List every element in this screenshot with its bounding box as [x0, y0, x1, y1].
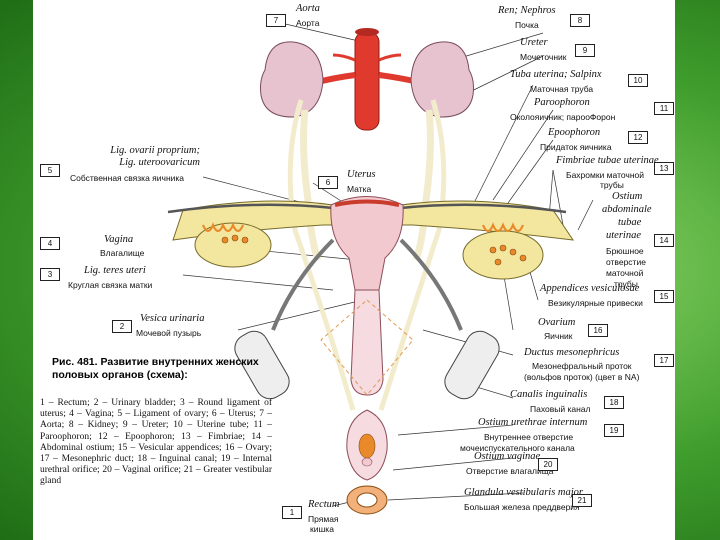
- label-uterus-ru: Матка: [347, 184, 372, 194]
- label-ostium-ru-3: маточной: [606, 268, 644, 278]
- label-gland-latin: Glandula vestibularis major: [464, 487, 584, 498]
- label-paroophoron-latin: Paroophoron: [534, 97, 590, 108]
- label-rectum-latin: Rectum: [308, 499, 340, 510]
- label-bladder-latin: Vesica urinaria: [140, 313, 205, 324]
- label-appendices-ru: Везикулярные привески: [548, 298, 643, 308]
- label-ovary-ligament-ru: Собственная связка яичника: [70, 173, 185, 183]
- label-appendices-latin: Appendices vesiculosae: [540, 283, 640, 294]
- label-number-vaginal-orifice: 20: [538, 458, 558, 471]
- label-urethra-ru: Внутреннее отверстие: [484, 432, 574, 442]
- label-mesonephric-ru-2: (вольфов проток) (цвет в NA): [524, 372, 640, 382]
- label-number-aorta: 7: [266, 14, 286, 27]
- label-ostium-ru: Брюшное: [606, 246, 644, 256]
- label-gland-ru: Большая железа преддверия: [464, 502, 580, 512]
- label-number-round-ligament: 3: [40, 268, 60, 281]
- label-number-vagina: 4: [40, 237, 60, 250]
- label-mesonephric-ru: Мезонефральный проток: [532, 361, 632, 371]
- label-round-ligament-latin: Lig. teres uteri: [84, 265, 146, 276]
- label-number-kidney: 8: [570, 14, 590, 27]
- label-fimbriae-ru: Бахромки маточной: [566, 170, 645, 180]
- label-ovary-latin: Ovarium: [538, 317, 576, 328]
- figure-caption-body: 1 – Rectum; 2 – Urinary bladder; 3 – Rou…: [40, 398, 272, 487]
- label-aorta-ru: Аорта: [296, 18, 320, 28]
- anatomy-diagram: [167, 22, 594, 515]
- label-vaginal-orifice-ru: Отверстие влагалища: [466, 466, 554, 476]
- label-bladder-ru: Мочевой пузырь: [136, 328, 202, 338]
- label-ostium-ru-2: отверстие: [606, 257, 646, 267]
- label-number-inguinal: 18: [604, 396, 624, 409]
- label-ostium-latin-3: tubae: [618, 217, 642, 228]
- label-aorta-latin: Aorta: [296, 3, 320, 14]
- label-tube-latin: Tuba uterina; Salpinx: [510, 69, 602, 80]
- label-number-rectum: 1: [282, 506, 302, 519]
- label-kidney-latin: Ren; Nephros: [498, 5, 556, 16]
- label-rectum-ru-2: кишка: [310, 524, 334, 534]
- label-number-ovary-ligament: 5: [40, 164, 60, 177]
- label-vaginal-orifice-latin: Ostium vaginae: [474, 451, 541, 462]
- label-ostium-latin-2: abdominale: [602, 204, 652, 215]
- label-mesonephric-latin: Ductus mesonephricus: [524, 347, 620, 358]
- label-ureter-latin: Ureter: [520, 37, 548, 48]
- label-epoophoron-ru: Придаток яичника: [540, 142, 612, 152]
- label-vagina-latin: Vagina: [104, 234, 134, 245]
- label-urethra-latin: Ostium urethrae internum: [478, 417, 588, 428]
- label-fimbriae-latin: Fimbriae tubae uterinae: [556, 155, 659, 166]
- label-tube-ru: Маточная труба: [530, 84, 594, 94]
- label-number-ureter: 9: [575, 44, 595, 57]
- label-number-uterus: 6: [318, 176, 338, 189]
- label-ostium-ru-4: трубы: [614, 279, 638, 289]
- label-inguinal-ru: Паховый канал: [530, 404, 591, 414]
- label-vagina-ru: Влагалище: [100, 248, 145, 258]
- label-inguinal-latin: Canalis inguinalis: [510, 389, 588, 400]
- label-ureter-ru: Мочеточник: [520, 52, 567, 62]
- label-ovary-ligament-latin: Lig. ovarii proprium;: [110, 145, 200, 156]
- label-rectum-ru: Прямая: [308, 514, 339, 524]
- label-number-bladder: 2: [112, 320, 132, 333]
- label-ovary-ru: Яичник: [544, 331, 573, 341]
- label-ovary-ligament-latin-2: Lig. uteroovaricum: [119, 157, 200, 168]
- label-paroophoron-ru: Околояичник; парооФорон: [510, 112, 616, 122]
- label-number-appendices: 15: [654, 290, 674, 303]
- label-ostium-latin: Ostium: [612, 191, 643, 202]
- label-uterus-latin: Uterus: [347, 169, 376, 180]
- figure-caption-title: Рис. 481. Развитие внутренних женских по…: [52, 356, 259, 381]
- label-number-tube: 10: [628, 74, 648, 87]
- label-number-epoophoron: 12: [628, 131, 648, 144]
- label-number-mesonephric: 17: [654, 354, 674, 367]
- label-epoophoron-latin: Epoophoron: [548, 127, 601, 138]
- label-number-ovary: 16: [588, 324, 608, 337]
- label-ostium-latin-4: uterinae: [606, 230, 641, 241]
- label-number-paroophoron: 11: [654, 102, 674, 115]
- label-kidney-ru: Почка: [515, 20, 539, 30]
- label-number-ostium: 14: [654, 234, 674, 247]
- label-number-gland: 21: [572, 494, 592, 507]
- label-number-fimbriae: 13: [654, 162, 674, 175]
- label-fimbriae-ru-2: трубы: [600, 180, 624, 190]
- label-urethra-ru-2: мочеиспускательного канала: [460, 443, 575, 453]
- label-round-ligament-ru: Круглая связка матки: [68, 280, 153, 290]
- label-number-urethra: 19: [604, 424, 624, 437]
